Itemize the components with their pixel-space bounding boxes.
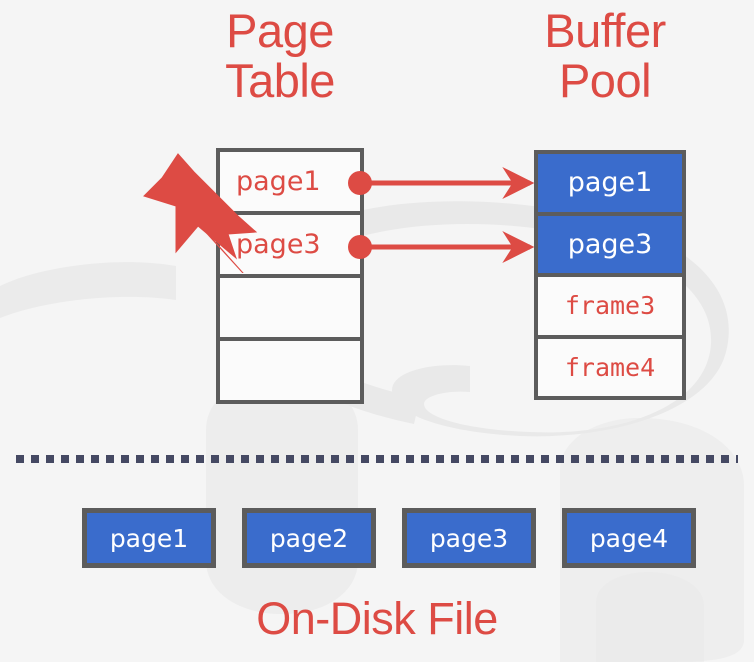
buffer-pool-frame-label: page3 — [567, 228, 653, 260]
disk-boundary-separator — [16, 455, 738, 463]
buffer-pool-title: Buffer Pool — [544, 4, 666, 107]
disk-page-label: page4 — [589, 523, 669, 553]
disk-page[interactable]: page2 — [242, 508, 376, 568]
disk-page[interactable]: page3 — [402, 508, 536, 568]
buffer-pool: page1 page3 frame3 frame4 — [534, 150, 686, 400]
on-disk-file-row: page1 page2 page3 page4 — [82, 508, 696, 568]
pin-icon[interactable] — [132, 148, 262, 273]
on-disk-file-title: On-Disk File — [256, 593, 498, 644]
disk-page-label: page2 — [269, 523, 349, 553]
disk-page[interactable]: page1 — [82, 508, 216, 568]
buffer-pool-frame-label: page1 — [567, 167, 653, 199]
pointer-arrow-page1 — [348, 166, 535, 200]
buffer-pool-frame[interactable]: frame4 — [538, 334, 682, 396]
buffer-pool-frame[interactable]: frame3 — [538, 273, 682, 335]
buffer-pool-frame-label: frame4 — [564, 352, 656, 382]
disk-page-label: page3 — [429, 523, 509, 553]
page-table-title: Page Table — [225, 4, 335, 107]
pointer-arrow-page3 — [348, 230, 535, 264]
buffer-pool-frame-label: frame3 — [564, 291, 656, 321]
buffer-pool-frame[interactable]: page1 — [538, 154, 682, 212]
disk-page-label: page1 — [109, 523, 189, 553]
page-table-row[interactable]: page1 — [220, 152, 360, 211]
page-table-row[interactable] — [220, 337, 360, 400]
disk-page[interactable]: page4 — [562, 508, 696, 568]
page-table-row[interactable] — [220, 274, 360, 337]
page-table-row-label: page1 — [236, 166, 321, 197]
buffer-pool-frame[interactable]: page3 — [538, 211, 682, 273]
